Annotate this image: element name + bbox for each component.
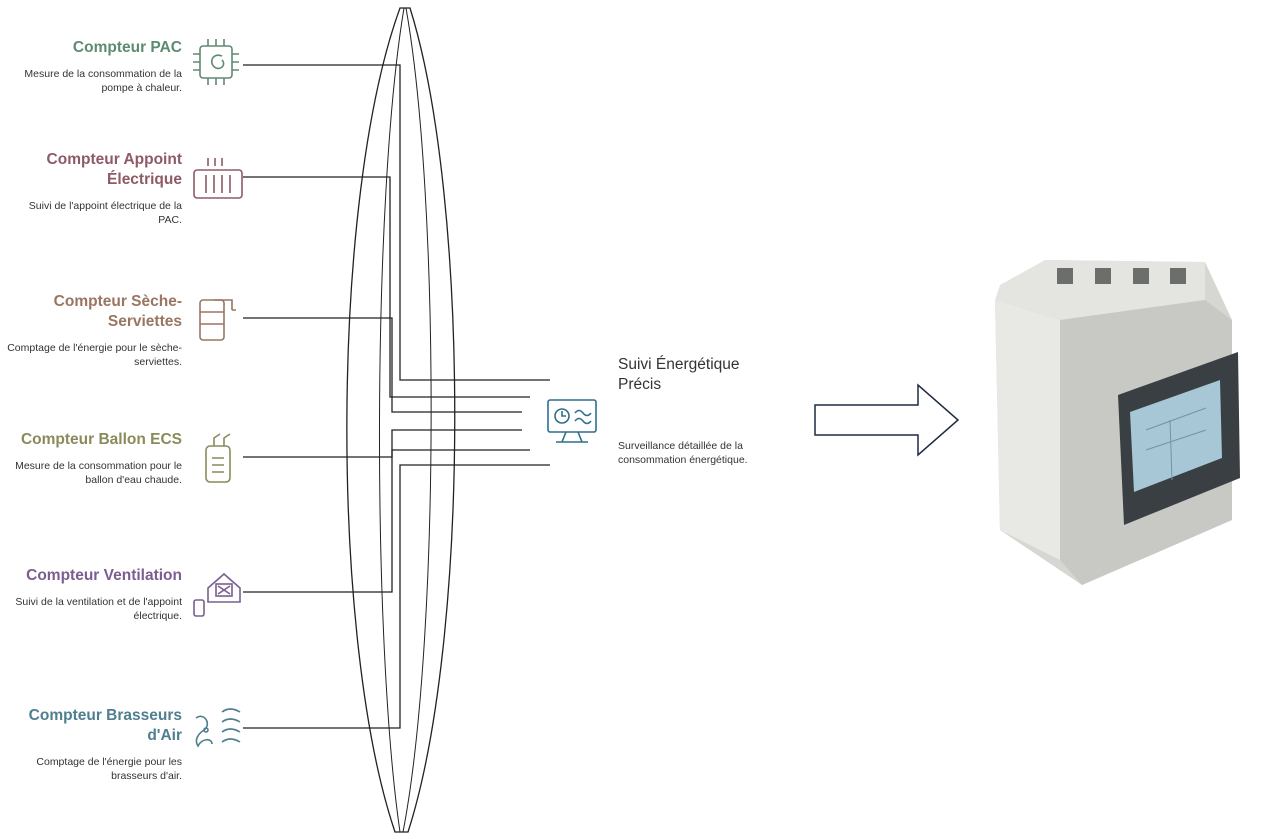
item-title: Compteur Appoint Électrique — [46, 151, 182, 188]
item-title: Compteur Ventilation — [26, 567, 182, 584]
item-compteur-ballon-ecs: Compteur Ballon ECS Mesure de la consomm… — [7, 430, 182, 487]
item-desc: Comptage de l'énergie pour le sèche-serv… — [7, 342, 182, 368]
monitor-chart-icon — [547, 399, 597, 443]
item-desc: Suivi de la ventilation et de l'appoint … — [15, 596, 182, 622]
lens-shape — [346, 7, 456, 833]
center-title: Suivi Énergétique Précis — [618, 356, 740, 393]
item-desc: Comptage de l'énergie pour les brasseurs… — [36, 756, 182, 782]
din-rail-energy-meter-icon — [995, 260, 1240, 585]
center-desc: Surveillance détaillée de la consommatio… — [618, 440, 748, 466]
item-compteur-ventilation: Compteur Ventilation Suivi de la ventila… — [7, 566, 182, 623]
item-title: Compteur PAC — [72, 39, 182, 56]
house-ventilation-icon — [193, 572, 241, 617]
electric-heater-icon — [193, 158, 243, 199]
item-desc: Mesure de la consommation pour le ballon… — [15, 460, 182, 486]
item-compteur-brasseurs: Compteur Brasseurs d'Air Comptage de l'é… — [7, 706, 182, 783]
connector-lines — [243, 64, 550, 729]
item-desc: Suivi de l'appoint électrique de la PAC. — [28, 200, 182, 226]
item-title: Compteur Brasseurs d'Air — [28, 707, 182, 744]
water-heater-icon — [205, 433, 231, 483]
arrow-right-icon — [814, 383, 960, 457]
item-compteur-appoint: Compteur Appoint Électrique Suivi de l'a… — [7, 150, 182, 227]
towel-dryer-icon — [199, 299, 236, 341]
item-compteur-seche-serviettes: Compteur Sèche-Serviettes Comptage de l'… — [7, 292, 182, 369]
heat-pump-chip-icon — [193, 39, 239, 85]
air-fan-icon — [195, 708, 241, 748]
item-compteur-pac: Compteur PAC Mesure de la consommation d… — [7, 38, 182, 95]
item-desc: Mesure de la consommation de la pompe à … — [24, 68, 182, 94]
item-title: Compteur Ballon ECS — [20, 431, 182, 448]
item-title: Compteur Sèche-Serviettes — [53, 293, 182, 330]
